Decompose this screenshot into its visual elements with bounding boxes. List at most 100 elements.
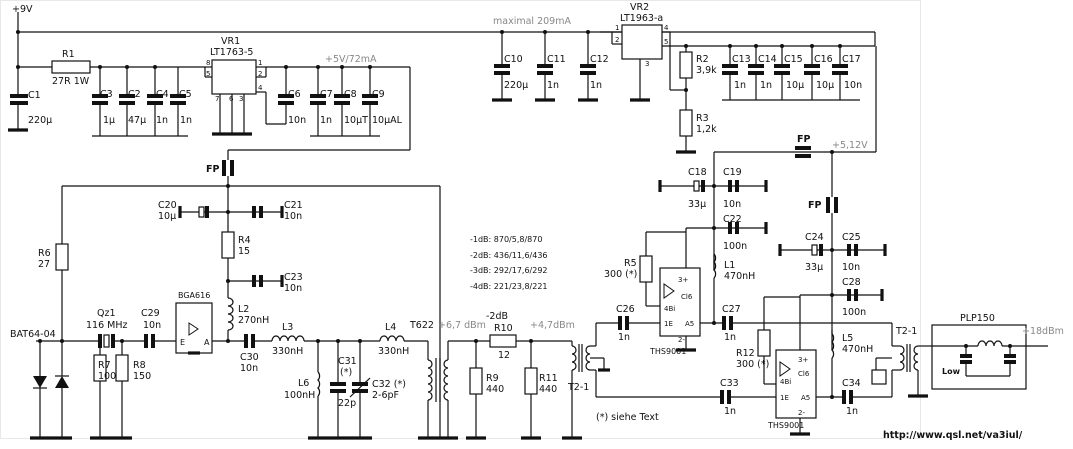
r3-resistor — [679, 109, 693, 137]
vr1-name: VR1 — [221, 36, 240, 47]
svg-text:FP: FP — [797, 134, 810, 145]
svg-text:C21: C21 — [284, 200, 303, 211]
vr2-block — [621, 24, 663, 60]
vcc-label: +9V — [12, 4, 33, 15]
bga616-block — [175, 302, 213, 354]
svg-text:-2dB: -2dB — [486, 311, 508, 322]
r11-resistor — [524, 367, 538, 395]
r5-resistor — [639, 255, 653, 283]
svg-text:T2-1: T2-1 — [567, 382, 589, 393]
svg-text:L4: L4 — [385, 322, 396, 333]
svg-text:3+: 3+ — [678, 276, 688, 284]
vr2-name: VR2 — [630, 2, 649, 13]
decoupling-caps-left: C3 1µ C2 47µ C4 1n C5 1n — [92, 67, 192, 137]
svg-text:1n: 1n — [320, 115, 332, 126]
svg-text:R5: R5 — [624, 258, 637, 269]
svg-text:1n: 1n — [180, 115, 192, 126]
r1-val: 27R 1W — [52, 76, 90, 87]
frame — [0, 0, 921, 439]
svg-text:1n: 1n — [724, 406, 736, 417]
r9-resistor — [469, 367, 483, 395]
svg-text:BGA616: BGA616 — [178, 291, 210, 300]
svg-text:-1dB: 870/5,8/870: -1dB: 870/5,8/870 — [470, 235, 542, 244]
svg-text:C26: C26 — [616, 304, 635, 315]
svg-text:THS9001: THS9001 — [767, 421, 804, 430]
svg-text:4Bi: 4Bi — [780, 378, 791, 386]
svg-text:33µ: 33µ — [805, 262, 823, 273]
svg-text:10µ: 10µ — [158, 211, 176, 222]
svg-text:R7: R7 — [98, 360, 111, 371]
svg-text:C31: C31 — [338, 356, 357, 367]
svg-text:300 (*): 300 (*) — [604, 269, 637, 280]
svg-text:C13: C13 — [732, 54, 751, 65]
svg-text:C18: C18 — [688, 167, 707, 178]
svg-text:2-: 2- — [678, 336, 685, 344]
svg-text:1n: 1n — [724, 332, 736, 343]
svg-text:C33: C33 — [720, 378, 739, 389]
svg-text:C32 (*): C32 (*) — [372, 379, 406, 390]
svg-text:10µ: 10µ — [786, 80, 804, 91]
svg-text:12: 12 — [498, 350, 510, 361]
svg-text:C27: C27 — [722, 304, 741, 315]
svg-text:Qz1: Qz1 — [97, 308, 116, 319]
svg-text:4Bi: 4Bi — [664, 305, 675, 313]
svg-text:1n: 1n — [547, 80, 559, 91]
out-level: +18dBm — [1022, 326, 1064, 337]
svg-text:1: 1 — [615, 24, 619, 32]
v512-label: +5,12V — [832, 140, 868, 151]
svg-text:BAT64-04: BAT64-04 — [10, 329, 56, 340]
svg-text:R4: R4 — [238, 235, 251, 246]
svg-text:C8: C8 — [344, 89, 357, 100]
svg-text:10n: 10n — [842, 262, 860, 273]
svg-text:8: 8 — [206, 59, 210, 67]
r12-resistor — [757, 329, 771, 357]
svg-text:330nH: 330nH — [272, 346, 303, 357]
svg-text:C23: C23 — [284, 272, 303, 283]
svg-text:A: A — [204, 338, 210, 347]
svg-text:116 MHz: 116 MHz — [86, 320, 127, 331]
r8-resistor — [115, 354, 129, 382]
svg-text:22p: 22p — [338, 398, 356, 409]
svg-text:3: 3 — [239, 95, 243, 103]
vr1-block — [211, 59, 257, 95]
svg-text:1n: 1n — [846, 406, 858, 417]
r1-resistor — [51, 60, 91, 74]
decoupling-caps-vr1: C6 10n C7 1n C8 10µT C9 10µAL — [278, 67, 403, 137]
svg-text:270nH: 270nH — [238, 315, 269, 326]
svg-text:4: 4 — [258, 84, 263, 92]
amp1-block — [659, 267, 701, 337]
svg-text:2-: 2- — [798, 409, 805, 417]
svg-text:220µ: 220µ — [504, 80, 528, 91]
svg-text:1n: 1n — [156, 115, 168, 126]
svg-text:470nH: 470nH — [724, 271, 755, 282]
input-stage: FP C20 10µ C21 10n R4 15 C23 10n L2 270n… — [10, 150, 486, 440]
svg-text:470nH: 470nH — [842, 344, 873, 355]
svg-text:C29: C29 — [141, 308, 160, 319]
svg-text:C5: C5 — [179, 89, 192, 100]
svg-text:1µ: 1µ — [103, 115, 115, 126]
svg-text:A5: A5 — [685, 320, 694, 328]
svg-text:C15: C15 — [784, 54, 803, 65]
svg-text:L6: L6 — [298, 378, 309, 389]
svg-text:R2: R2 — [696, 54, 709, 65]
svg-text:7: 7 — [215, 95, 219, 103]
svg-text:R8: R8 — [133, 360, 146, 371]
svg-text:C28: C28 — [842, 277, 861, 288]
r4-resistor — [221, 231, 235, 259]
svg-text:3+: 3+ — [798, 356, 808, 364]
svg-text:C17: C17 — [842, 54, 861, 65]
r2-resistor — [679, 51, 693, 79]
max-current-label: maximal 209mA — [493, 16, 571, 27]
svg-text:C16: C16 — [814, 54, 833, 65]
svg-text:3,9k: 3,9k — [696, 65, 717, 76]
svg-text:T622: T622 — [409, 320, 434, 331]
svg-text:1n: 1n — [760, 80, 772, 91]
svg-text:Cl6: Cl6 — [681, 293, 693, 301]
svg-text:10µAL: 10µAL — [372, 115, 403, 126]
decoupling-caps-vr2-in: C10 220µ C11 1n C12 1n — [492, 32, 609, 102]
svg-text:2-6pF: 2-6pF — [372, 390, 399, 401]
svg-text:C19: C19 — [723, 167, 742, 178]
svg-text:10µT: 10µT — [344, 115, 368, 126]
svg-text:(*): (*) — [340, 367, 352, 378]
